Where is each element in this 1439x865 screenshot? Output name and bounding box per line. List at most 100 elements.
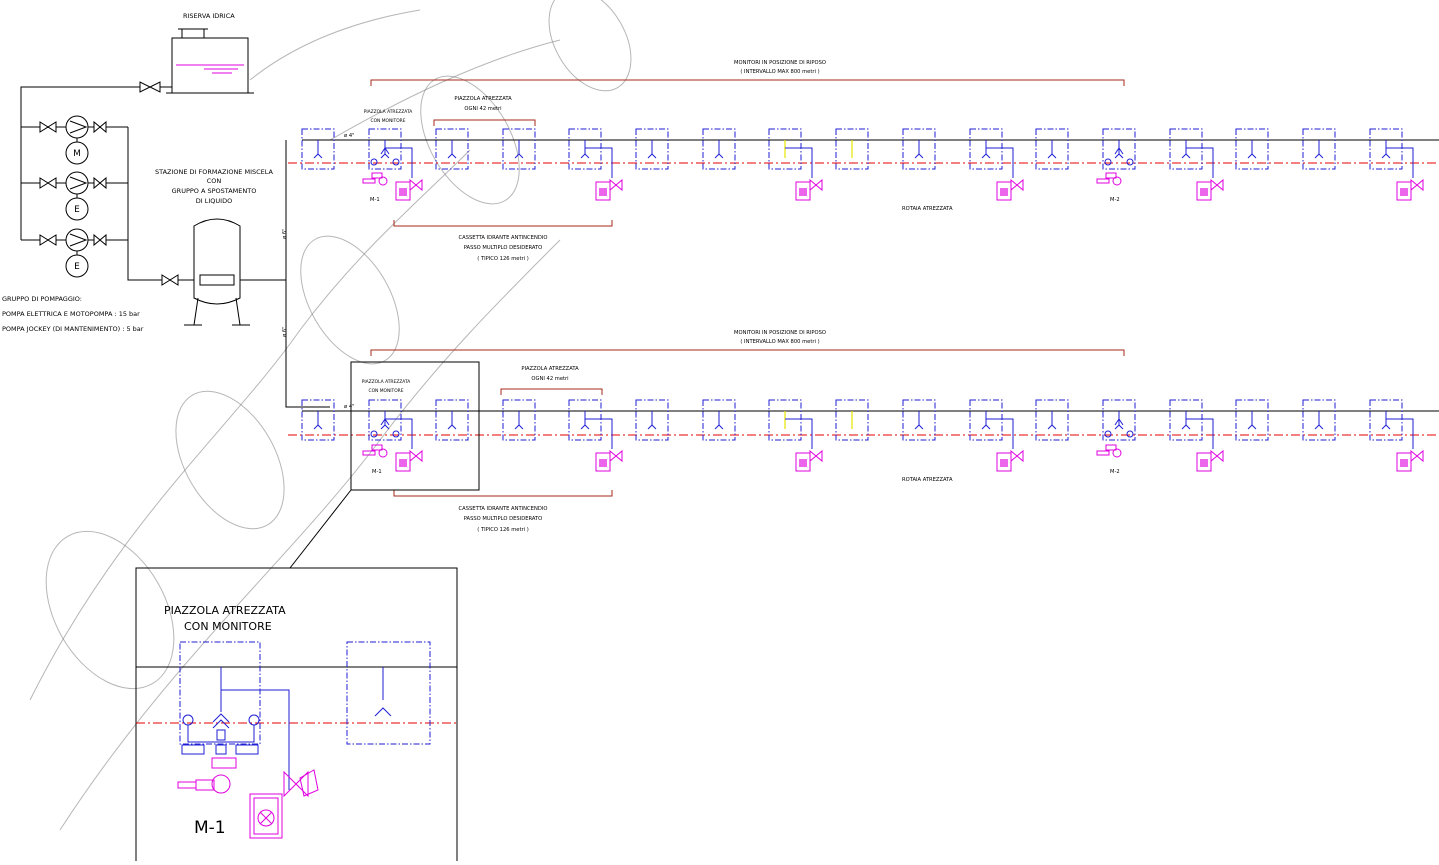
pad-interval-brace: [433, 119, 536, 126]
row-lower-annotations: MONITORI IN POSIZIONE DI RIPOSO ( INTERV…: [362, 330, 1120, 533]
hydrant-cabinet-icon: [249, 793, 283, 839]
monitor-m2-label-2: M-2: [1110, 469, 1120, 475]
pad-box: [768, 128, 802, 170]
hydrant-feed: [1386, 418, 1414, 449]
monitors-rest-interval-2: ( INTERVALLO MAX 800 metri ): [740, 339, 819, 345]
monitor-interval-brace: [370, 349, 1125, 356]
pad-box: [435, 128, 469, 170]
pad-monitor-sub: CON MONITORE: [371, 118, 406, 124]
pipe-diameter-4-bottom: ø 4": [344, 404, 355, 410]
pump-motor-icon: [65, 141, 89, 165]
pad-box: [1235, 128, 1269, 170]
hydrant-cabinet-icon: [395, 181, 411, 201]
rail-label: ROTAIA ATREZZATA: [902, 206, 953, 212]
pad-box: [702, 128, 736, 170]
pad-box: [835, 399, 869, 441]
monitor-m1-label-2: M-1: [372, 469, 382, 475]
pad-monitor-sub-2: CON MONITORE: [369, 388, 404, 394]
pad-box: [568, 399, 602, 441]
valve-icon: [409, 178, 423, 192]
hydrant-cabinet-icon: [996, 452, 1012, 472]
pad-box: [969, 128, 1003, 170]
hydrant-feed: [986, 418, 1014, 449]
pump-motor-letter: E: [74, 262, 80, 272]
pump-rows: M E E: [21, 115, 128, 278]
pipe-diameter-6-top: ø 6": [282, 228, 288, 239]
pump-group-legend: GRUPPO DI POMPAGGIO: POMPA ELETTRICA E M…: [2, 295, 144, 333]
pad-box: [835, 128, 869, 170]
pad-interval-brace: [500, 388, 603, 395]
hydrant-feed: [1386, 147, 1414, 178]
valve-icon: [809, 178, 823, 192]
pad-box: [635, 399, 669, 441]
rail-label-2: ROTAIA ATREZZATA: [902, 477, 953, 483]
hydrant-feed: [1186, 147, 1214, 178]
detail-zoom-frame: [350, 361, 480, 491]
valve-icon: [1210, 178, 1224, 192]
pad-title-2: PIAZZOLA ATREZZATA: [521, 366, 579, 372]
hydrant-cabinet-icon: [595, 181, 611, 201]
pump-jockey-spec: POMPA JOCKEY (DI MANTENIMENTO) : 5 bar: [2, 325, 144, 333]
monitor-m1-label: M-1: [370, 197, 380, 203]
mixing-station-line1: STAZIONE DI FORMAZIONE MISCELA: [155, 168, 274, 176]
pad-box: [1169, 399, 1203, 441]
hydrant-feed: [585, 418, 613, 449]
hydrant-feed: [986, 147, 1014, 178]
hydrant-cabinet-icon: [395, 452, 411, 472]
hydrant-cabinet-icon: [1396, 181, 1412, 201]
pad-monitor-title: PIAZZOLA ATREZZATA: [364, 109, 413, 115]
hydrant-box-typical-2: ( TIPICO 126 metri ): [477, 527, 528, 533]
valve-icon: [609, 178, 623, 192]
pad-box: [1369, 399, 1403, 441]
hydrant-feed: [585, 147, 613, 178]
pad-box: [1102, 399, 1136, 441]
monitors-rest-title-2: MONITORI IN POSIZIONE DI RIPOSO: [734, 330, 826, 336]
hydrant-cabinet-icon: [1196, 181, 1212, 201]
hydrant-interval-brace: [393, 220, 613, 227]
hydrant-interval-brace: [393, 490, 613, 497]
hydrant-feed: [785, 147, 813, 178]
check-valve-icon: [93, 233, 107, 247]
check-valve-icon: [93, 120, 107, 134]
pipe-diameter-4-top: ø 4": [344, 133, 355, 139]
pump-motor-icon: [65, 254, 89, 278]
pad-box: [301, 128, 335, 170]
mixing-station-line4: DI LIQUIDO: [196, 197, 232, 205]
pump-manifold: [20, 81, 172, 281]
valve-icon: [283, 769, 319, 798]
tunnel-row-upper: [288, 79, 1439, 227]
hydrant-cabinet-icon: [1196, 452, 1212, 472]
pad-box: [1235, 399, 1269, 441]
pad-box: [301, 399, 335, 441]
pump-electric-spec: POMPA ELETTRICA E MOTOPOMPA : 15 bar: [2, 310, 140, 318]
pump-motor-letter: E: [74, 205, 80, 215]
valve-icon: [1010, 449, 1024, 463]
detail-title-line2: CON MONITORE: [184, 620, 272, 633]
monitor-icon: [371, 444, 383, 451]
hydrant-cabinet-icon: [996, 181, 1012, 201]
pad-box: [702, 399, 736, 441]
check-valve-icon: [93, 176, 107, 190]
pump-motor-letter: M: [73, 149, 81, 159]
mixing-station-line3: GRUPPO A SPOSTAMENTO: [172, 187, 257, 195]
valve-icon: [609, 449, 623, 463]
hydrant-cabinet-icon: [795, 452, 811, 472]
hydrant-box-typical: ( TIPICO 126 metri ): [477, 256, 528, 262]
hydrant-feed: [385, 418, 413, 449]
pad-spacing-2: OGNI 42 metri: [531, 376, 568, 382]
monitors-rest-title: MONITORI IN POSIZIONE DI RIPOSO: [734, 60, 826, 66]
valve-icon: [1210, 449, 1224, 463]
detail-title-line1: PIAZZOLA ATREZZATA: [164, 604, 286, 617]
pad-box: [1035, 399, 1069, 441]
pad-box: [368, 399, 402, 441]
gate-valve-icon: [39, 234, 57, 246]
pad-spacing: OGNI 42 metri: [464, 106, 501, 112]
pad-box: [1102, 128, 1136, 170]
gate-valve-icon: [139, 81, 161, 93]
monitor-m2-label: M-2: [1110, 197, 1120, 203]
detail-monitor-label: M-1: [194, 818, 226, 838]
water-reserve-tank: RISERVA IDRICA: [166, 12, 254, 94]
valve-icon: [1410, 449, 1424, 463]
pad-box: [368, 128, 402, 170]
